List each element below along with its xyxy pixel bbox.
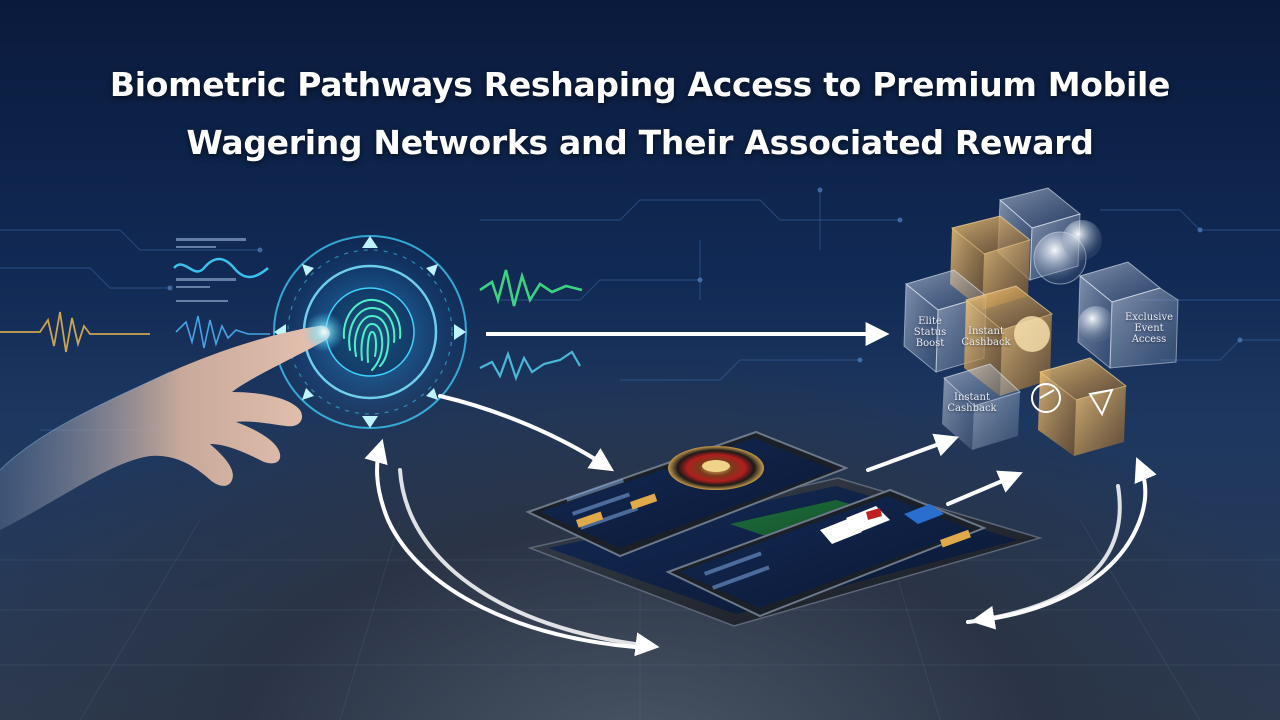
phone-cards (665, 488, 987, 618)
page-title: Biometric Pathways Reshaping Access to P… (0, 56, 1280, 172)
title-line-2: Wagering Networks and Their Associated R… (186, 123, 1094, 162)
cube-label-exclusive-event-access: Exclusive Event Access (1124, 312, 1174, 345)
waveform-green (479, 269, 583, 307)
title-line-1: Biometric Pathways Reshaping Access to P… (109, 65, 1171, 104)
circuit-nodes (167, 187, 1243, 363)
arrow-icon (438, 394, 615, 472)
hand-icon (0, 312, 344, 530)
circuit-traces (0, 190, 1280, 431)
waveform-blue (175, 315, 270, 349)
cube-label-elite-status: Elite Status Boost (913, 316, 947, 349)
cube-label-instant-cashback-bottom: Instant Cashback (947, 392, 997, 414)
data-readout-panel (176, 238, 246, 302)
flow-arrows (364, 394, 1157, 657)
cube-label-instant-cashback-top: Instant Cashback (961, 326, 1011, 348)
playing-cards-icon (820, 504, 944, 544)
fingerprint-icon (342, 298, 402, 371)
reward-cube-cluster (903, 187, 1179, 456)
waveform-teal (479, 350, 581, 382)
waveform-gold (0, 311, 150, 353)
biometric-scanner (258, 220, 482, 444)
phone-roulette (525, 430, 849, 558)
waveform-cyan (173, 257, 269, 279)
